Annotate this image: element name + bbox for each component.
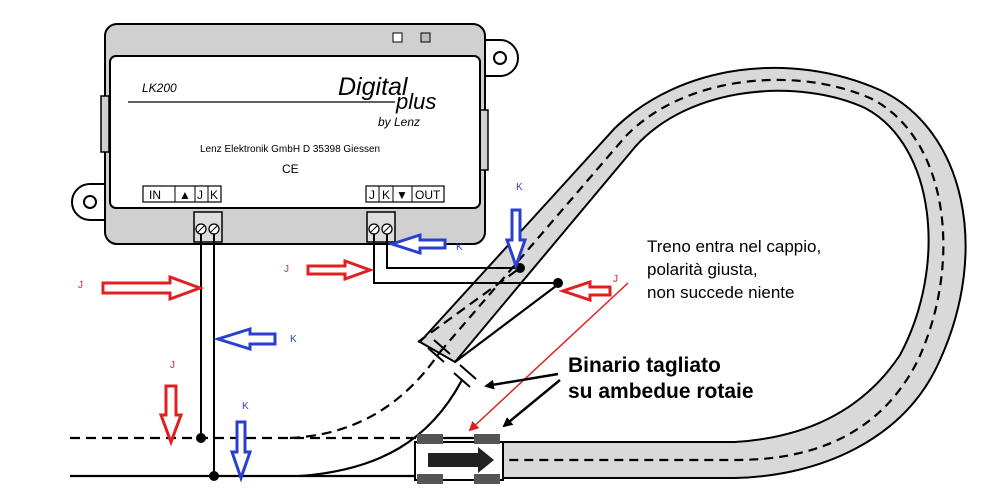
screw-terminals-right (366, 211, 396, 243)
side-notch-left (100, 95, 110, 153)
brand-bylenz: by Lenz (378, 115, 420, 129)
junction-j-out (553, 278, 563, 288)
curve-rail-dashed (289, 351, 441, 440)
terminal-j-label-right: J (369, 188, 375, 202)
label-k-left: K (290, 334, 297, 345)
wires (196, 234, 563, 481)
junction-j-in (196, 433, 206, 443)
wire-k-out (386, 234, 520, 269)
loop-rail-dashed (439, 78, 945, 462)
cut-mark-4 (459, 364, 477, 380)
label-j-down: J (170, 360, 175, 371)
left-terminal-labels: IN ▲ J K (142, 185, 222, 203)
bogie-rear-bottom (474, 474, 500, 484)
pointer-cut-upper (484, 372, 559, 390)
model-name: LK200 (142, 81, 177, 95)
brand-digital: Digital (338, 73, 409, 101)
pointer-red-to-train (468, 282, 629, 432)
wire-j-out (373, 234, 558, 284)
terminal-in-label: IN (149, 188, 161, 202)
arrow-k-left (212, 326, 277, 352)
label-j-right: J (613, 274, 618, 285)
loop-entry-solid (454, 282, 561, 363)
bogie-rear-top (474, 434, 500, 444)
cut-mark-2 (433, 339, 451, 355)
label-panel (109, 55, 481, 209)
label-k-down: K (242, 401, 249, 412)
note-line-3: non succede niente (647, 283, 794, 302)
direction-arrow-icon (428, 447, 494, 473)
arrow-k-term (387, 232, 447, 256)
curve-rail-solid (299, 379, 463, 478)
cut-label-line-1: Binario tagliato (568, 354, 721, 377)
brand-plus: plus (395, 89, 436, 114)
arrow-j-down (158, 384, 184, 447)
terminal-up-label: ▲ (179, 188, 191, 202)
cut-label-line-2: su ambedue rotaie (568, 380, 754, 403)
cut-mark-1 (427, 347, 445, 363)
loop-band (418, 66, 967, 479)
train-car (414, 434, 504, 484)
terminal-j-label-left: J (197, 188, 203, 202)
led-2 (420, 32, 431, 43)
rail-cut-marks (427, 339, 477, 388)
loop-entry-dashed (417, 267, 521, 343)
label-j-left: J (78, 280, 83, 291)
reversing-loop-track (418, 66, 967, 479)
junction-k-in (209, 471, 219, 481)
label-k-top: K (516, 182, 523, 193)
arrow-j-left (101, 274, 205, 302)
label-j-mid: J (284, 264, 289, 275)
cut-mark-3 (453, 372, 471, 388)
note-line-1: Treno entra nel cappio, (647, 237, 821, 256)
screw-terminals-left (193, 211, 223, 243)
pointer-cut-lower (502, 379, 561, 428)
arrow-j-right (558, 279, 612, 303)
side-notch-right (479, 109, 489, 171)
right-terminal-labels: J K ▼ OUT (365, 185, 445, 203)
terminal-down-label: ▼ (396, 188, 408, 202)
manufacturer-text: Lenz Elektronik GmbH D 35398 Giessen (200, 144, 380, 155)
mount-hole-right (493, 51, 507, 65)
arrow-k-top (504, 208, 528, 271)
label-k-term: K (456, 242, 463, 253)
lk200-device: LK200 Digital plus by Lenz Lenz Elektron… (71, 23, 519, 245)
bogie-front-bottom (417, 474, 443, 484)
terminal-k-label-right: K (382, 188, 390, 202)
arrow-k-down (229, 420, 253, 483)
mount-hole-left (83, 195, 97, 209)
terminal-k-label-left: K (210, 188, 218, 202)
bogie-front-top (417, 434, 443, 444)
ce-mark: CE (282, 162, 299, 176)
terminal-out-label: OUT (415, 188, 441, 202)
note-line-2: polarità giusta, (647, 260, 758, 279)
led-1 (392, 32, 403, 43)
arrow-j-mid (306, 258, 375, 282)
